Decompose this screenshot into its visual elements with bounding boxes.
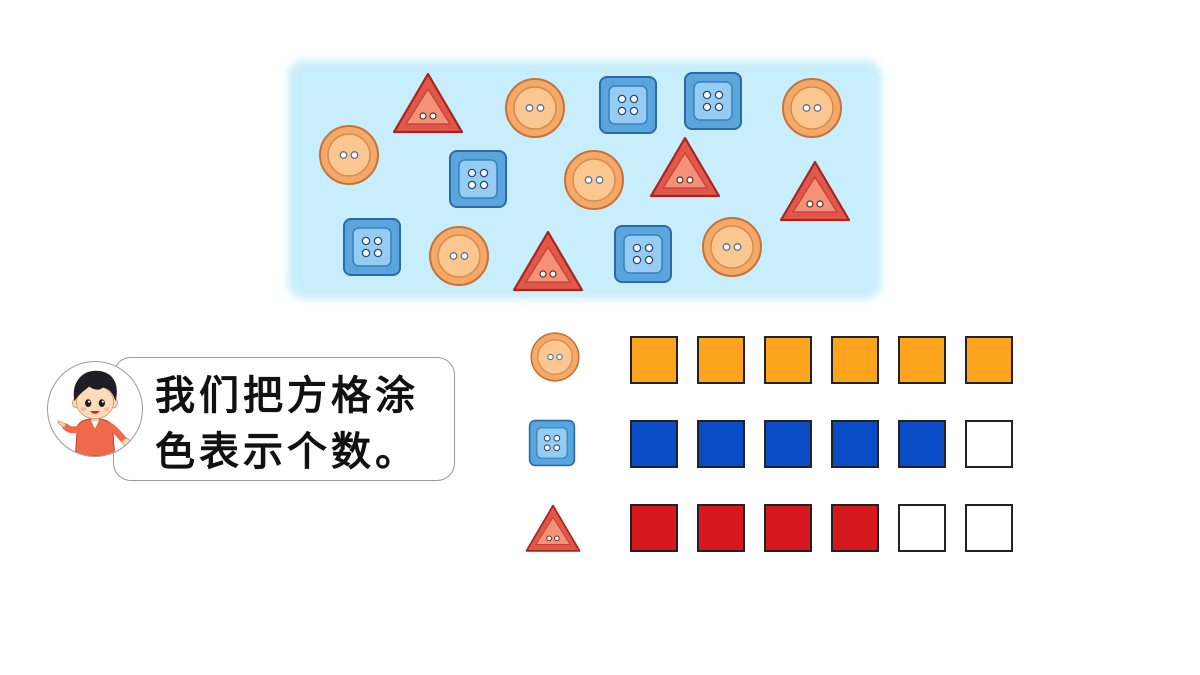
blue-square-button-icon bbox=[528, 419, 576, 467]
orange-round-button-icon bbox=[782, 78, 842, 138]
grid-cell-filled bbox=[697, 420, 745, 468]
grid-cell-filled bbox=[697, 336, 745, 384]
button-sorting-panel bbox=[288, 60, 882, 299]
blue-square-button-icon bbox=[614, 225, 672, 283]
orange-round-button-icon bbox=[530, 332, 580, 382]
grid-row-orange bbox=[630, 336, 1013, 384]
blue-square-button-icon bbox=[449, 150, 507, 208]
grid-cell-empty bbox=[898, 504, 946, 552]
grid-cell-filled bbox=[630, 420, 678, 468]
orange-round-button-icon bbox=[505, 78, 565, 138]
grid-cell-empty bbox=[965, 420, 1013, 468]
orange-round-button-icon bbox=[319, 125, 379, 185]
grid-cell-filled bbox=[764, 336, 812, 384]
grid-row-red bbox=[630, 504, 1013, 552]
blue-square-button-icon bbox=[684, 72, 742, 130]
blue-square-button-icon bbox=[599, 76, 657, 134]
orange-round-button-icon bbox=[429, 226, 489, 286]
grid-cell-filled bbox=[965, 336, 1013, 384]
grid-cell-filled bbox=[630, 504, 678, 552]
grid-cell-filled bbox=[898, 336, 946, 384]
boy-character-icon bbox=[57, 370, 131, 456]
grid-cell-filled bbox=[697, 504, 745, 552]
grid-cell-empty bbox=[965, 504, 1013, 552]
grid-row-blue bbox=[630, 420, 1013, 468]
speech-bubble: 我们把方格涂 色表示个数。 bbox=[113, 357, 455, 481]
grid-row-icons bbox=[525, 332, 581, 552]
grid-cell-filled bbox=[764, 420, 812, 468]
grid-cell-filled bbox=[898, 420, 946, 468]
red-triangle-button-icon bbox=[525, 504, 581, 552]
orange-round-button-icon bbox=[702, 217, 762, 277]
grid-cell-filled bbox=[831, 420, 879, 468]
grid-cell-filled bbox=[630, 336, 678, 384]
speech-line-2: 色表示个数。 bbox=[155, 429, 419, 475]
speech-line-1: 我们把方格涂 bbox=[155, 373, 419, 419]
blue-square-button-icon bbox=[343, 218, 401, 276]
avatar bbox=[47, 361, 143, 457]
grid-cell-filled bbox=[764, 504, 812, 552]
grid-cell-filled bbox=[831, 336, 879, 384]
orange-round-button-icon bbox=[564, 150, 624, 210]
grid-cell-filled bbox=[831, 504, 879, 552]
